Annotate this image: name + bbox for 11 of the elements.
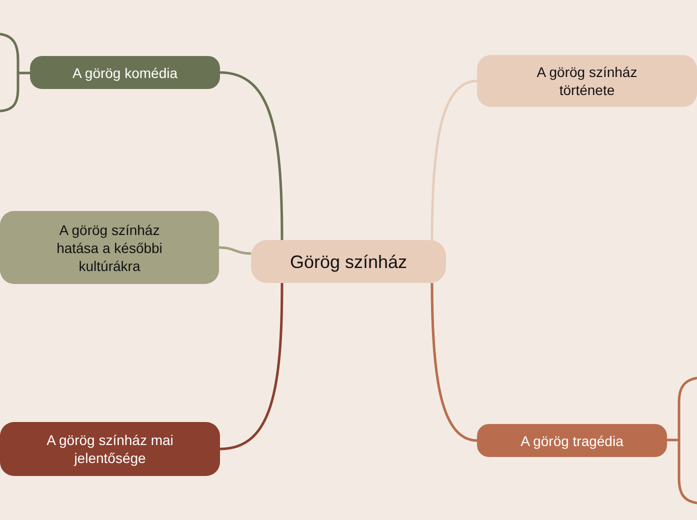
connector-line bbox=[430, 80, 478, 240]
connector-line bbox=[220, 71, 284, 240]
connector-line bbox=[430, 282, 478, 442]
topic-box: A görög komédia bbox=[30, 56, 220, 89]
topic-box: A görög színház története bbox=[477, 55, 697, 107]
connector-line bbox=[218, 246, 252, 255]
topic-box: Görög színház bbox=[251, 240, 446, 283]
topic-box: A görög színház mai jelentősége bbox=[0, 422, 220, 476]
topic-box: A görög színház hatása a későbbi kultúrákra bbox=[0, 211, 219, 284]
topic-box: A görög tragédia bbox=[477, 424, 667, 457]
connector-line bbox=[220, 282, 284, 450]
